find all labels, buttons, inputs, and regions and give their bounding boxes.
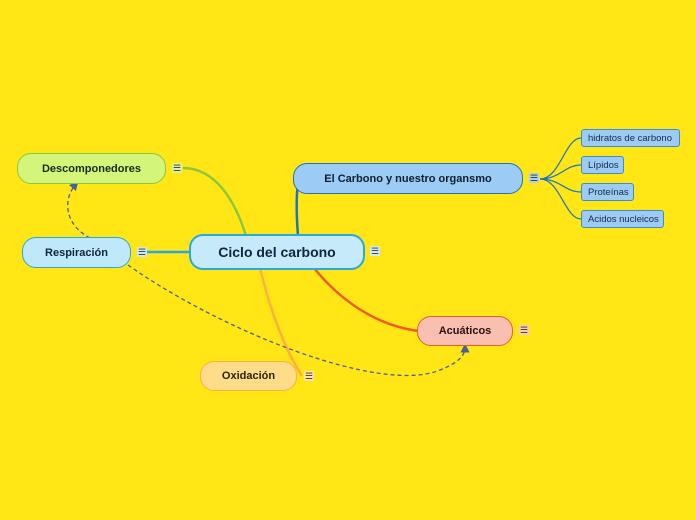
topic-carbono-organismo-label: El Carbono y nuestro organsmo <box>324 172 492 185</box>
topic-descomponedores-label: Descomponedores <box>41 162 142 175</box>
subtopic-label: hidratos de carbono <box>588 132 672 144</box>
subtopic-proteinas[interactable]: Proteínas <box>581 183 634 201</box>
subtopic-label: Lípidos <box>588 159 619 171</box>
topic-descomponedores[interactable]: Descomponedores <box>17 153 166 184</box>
central-topic-menu-icon[interactable]: ☰ <box>370 246 380 256</box>
carbono-organismo-menu-icon[interactable]: ☰ <box>529 173 539 183</box>
link-acidos <box>539 178 582 220</box>
central-topic[interactable]: Ciclo del carbono <box>189 234 365 270</box>
topic-respiracion-label: Respiración <box>45 246 108 259</box>
link-descomponedores <box>182 166 248 237</box>
respiracion-menu-icon[interactable]: ☰ <box>137 247 147 257</box>
link-lipidos <box>539 164 582 180</box>
subtopic-label: Proteínas <box>588 186 629 198</box>
relation-respiracion-descomponedores <box>67 181 91 239</box>
subtopic-acidos-nucleicos[interactable]: Acidos nucleicos <box>581 210 664 228</box>
oxidacion-menu-icon[interactable]: ☰ <box>304 371 314 381</box>
topic-carbono-organismo[interactable]: El Carbono y nuestro organsmo <box>293 163 523 194</box>
relation-respiracion-acuaticos <box>127 264 470 377</box>
link-acuaticos <box>313 267 419 333</box>
descomponedores-menu-icon[interactable]: ☰ <box>172 163 182 173</box>
link-hidratos <box>539 137 582 180</box>
topic-oxidacion-label: Oxidación <box>221 370 276 382</box>
topic-respiracion[interactable]: Respiración <box>22 237 131 268</box>
subtopic-label: Acidos nucleicos <box>588 213 659 225</box>
acuaticos-menu-icon[interactable]: ☰ <box>519 325 529 335</box>
topic-acuaticos[interactable]: Acuáticos <box>417 316 513 346</box>
topic-acuaticos-label: Acuáticos <box>438 325 492 337</box>
subtopic-lipidos[interactable]: Lípidos <box>581 156 624 174</box>
central-topic-label: Ciclo del carbono <box>218 244 336 260</box>
topic-oxidacion[interactable]: Oxidación <box>200 361 297 391</box>
subtopic-hidratos-de-carbono[interactable]: hidratos de carbono <box>581 129 680 147</box>
link-oxidacion <box>258 267 304 377</box>
